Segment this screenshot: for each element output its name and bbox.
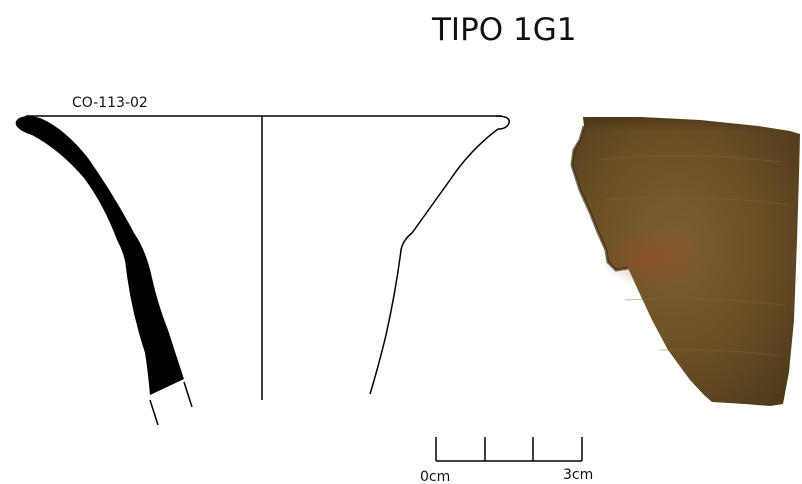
profile-section: [15, 116, 185, 395]
break-line-left: [149, 399, 159, 426]
sherd-rim-shadow: [574, 117, 800, 175]
break-line-right: [183, 381, 193, 408]
rim-lip-right: [495, 115, 510, 130]
specimen-label: CO-113-02: [72, 95, 148, 111]
profile-outline: [369, 128, 499, 395]
sherd-texture: [599, 154, 791, 357]
sherd-edge-left: [570, 125, 629, 272]
sherd-red-blush: [600, 228, 710, 288]
sherd-photo: [570, 117, 800, 406]
scale-bar: 0cm 3cm: [420, 437, 593, 484]
scale-label-end: 3cm: [563, 467, 593, 483]
scale-label-start: 0cm: [420, 469, 450, 484]
figure-title: TIPO 1G1: [431, 12, 577, 48]
